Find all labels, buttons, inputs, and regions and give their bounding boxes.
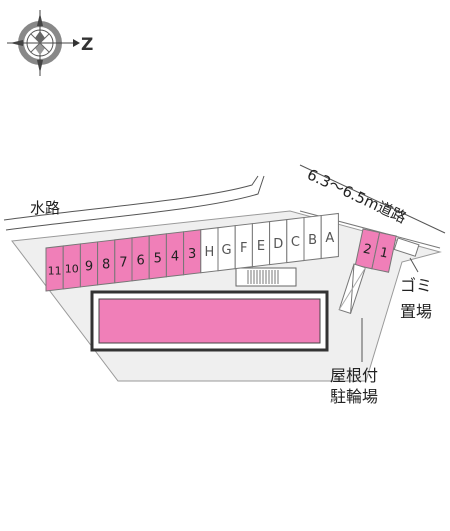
bicycle-parking: [338, 263, 367, 314]
waterway-label: 水路: [30, 199, 60, 217]
parking-space-label: 6: [136, 253, 144, 268]
parking-space-label: B: [308, 233, 317, 248]
parking-space-label: 1: [378, 245, 389, 261]
waterway-bank: [5, 175, 265, 231]
parking-space-label: A: [325, 231, 334, 246]
parking-space-label: 11: [48, 264, 62, 277]
parking-space-label: 2: [362, 242, 373, 258]
parking-space-label: 10: [65, 262, 79, 275]
parking-space-label: F: [240, 241, 247, 256]
parking-space-label: G: [222, 243, 232, 258]
parking-space-label: 3: [188, 247, 196, 262]
bicycle-label-line2: 駐輪場: [330, 387, 378, 406]
parking-space-label: 5: [154, 251, 162, 266]
parking-space-label: H: [205, 245, 215, 260]
garbage-area: [393, 237, 420, 257]
parking-space-label: 8: [102, 257, 110, 272]
parking-space: [371, 231, 397, 273]
parking-space: [320, 212, 339, 260]
road-edge: [299, 164, 446, 234]
stairs-icon: [235, 267, 297, 287]
garbage-label-line2: 置場: [400, 302, 432, 321]
parking-space-label: 7: [119, 255, 127, 270]
garbage-label-line1: ゴミ: [400, 276, 432, 295]
garbage-leader-line: [409, 257, 419, 273]
parking-space-label: E: [257, 239, 265, 254]
compass-label: Z: [81, 35, 93, 55]
bicycle-label-line1: 屋根付: [330, 366, 378, 385]
building: [98, 298, 321, 344]
parking-space-label: C: [291, 235, 300, 250]
parking-space-label: 4: [171, 249, 179, 264]
waterway-line: [3, 175, 259, 221]
compass-icon: [7, 10, 80, 76]
parking-space-label: 9: [85, 259, 93, 274]
parking-space-label: D: [273, 237, 283, 252]
